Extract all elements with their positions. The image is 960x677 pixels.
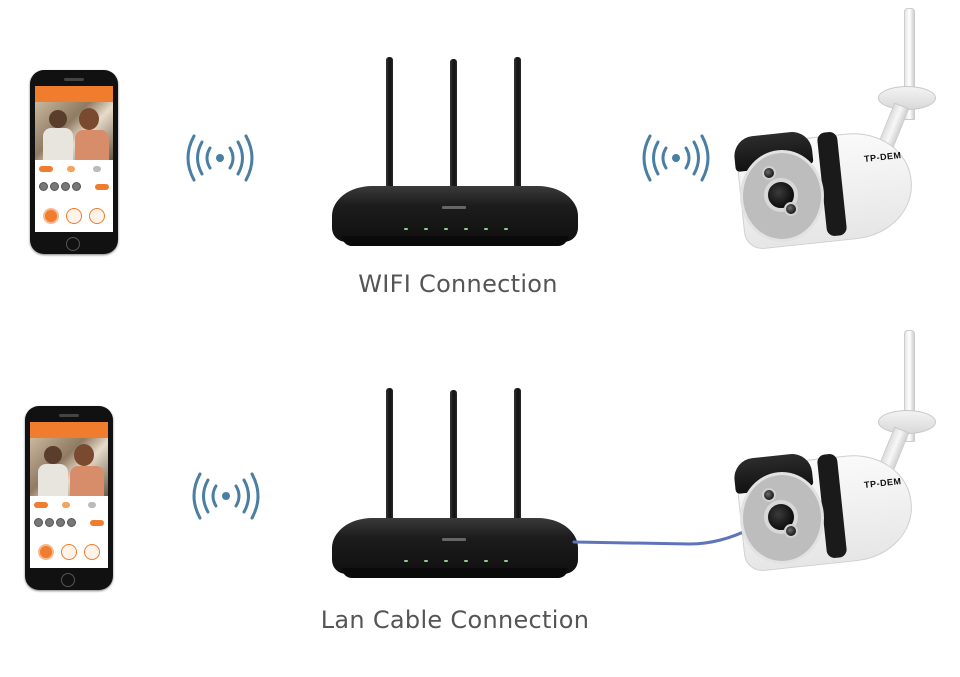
camera-wall-mount	[878, 410, 936, 434]
wifi-signal-icon	[186, 134, 254, 182]
lan-cable	[572, 526, 754, 546]
router-antenna-right	[514, 57, 521, 195]
router-antenna-left	[386, 388, 393, 528]
camera-lens	[764, 178, 798, 212]
phone-speaker	[59, 414, 79, 417]
app-header-bar	[35, 86, 113, 102]
app-control-row	[35, 164, 113, 174]
record-button-icon	[38, 544, 54, 560]
router-antenna-center	[450, 59, 457, 195]
router-logo	[442, 538, 466, 541]
record-button-icon	[43, 208, 59, 224]
camera-ir-led	[784, 202, 798, 216]
camera-ir-led	[762, 166, 776, 180]
lan-connection-caption: Lan Cable Connection	[320, 606, 590, 634]
app-screen	[35, 86, 113, 232]
camera-ir-led	[784, 524, 798, 538]
router-antenna-right	[514, 388, 521, 528]
router-base	[342, 568, 568, 578]
app-preset-row	[30, 518, 108, 528]
wifi-connection-caption: WIFI Connection	[358, 270, 558, 298]
app-preset-row	[35, 182, 113, 192]
wifi-signal-icon	[192, 472, 260, 520]
router-body	[332, 186, 578, 242]
app-screen	[30, 422, 108, 568]
camera-live-view	[30, 438, 108, 496]
router-antenna-left	[386, 57, 393, 195]
camera-antenna	[904, 8, 915, 120]
camera-front-face	[740, 472, 824, 564]
snapshot-icon	[89, 208, 105, 224]
smartphone-app-bottom	[25, 406, 113, 590]
wifi-signal-icon	[642, 134, 710, 182]
router-logo	[442, 206, 466, 209]
router-base	[342, 236, 568, 246]
app-control-row	[30, 500, 108, 510]
app-header-bar	[30, 422, 108, 438]
microphone-icon	[66, 208, 82, 224]
phone-home-button	[66, 237, 80, 251]
camera-antenna	[904, 330, 915, 442]
phone-speaker	[64, 78, 84, 81]
microphone-icon	[61, 544, 77, 560]
camera-ir-led	[762, 488, 776, 502]
phone-home-button	[61, 573, 75, 587]
camera-lens	[764, 500, 798, 534]
router-body	[332, 518, 578, 574]
camera-front-face	[740, 150, 824, 242]
camera-live-view	[35, 102, 113, 160]
camera-wall-mount	[878, 86, 936, 110]
smartphone-app-top	[30, 70, 118, 254]
snapshot-icon	[84, 544, 100, 560]
router-antenna-center	[450, 390, 457, 528]
